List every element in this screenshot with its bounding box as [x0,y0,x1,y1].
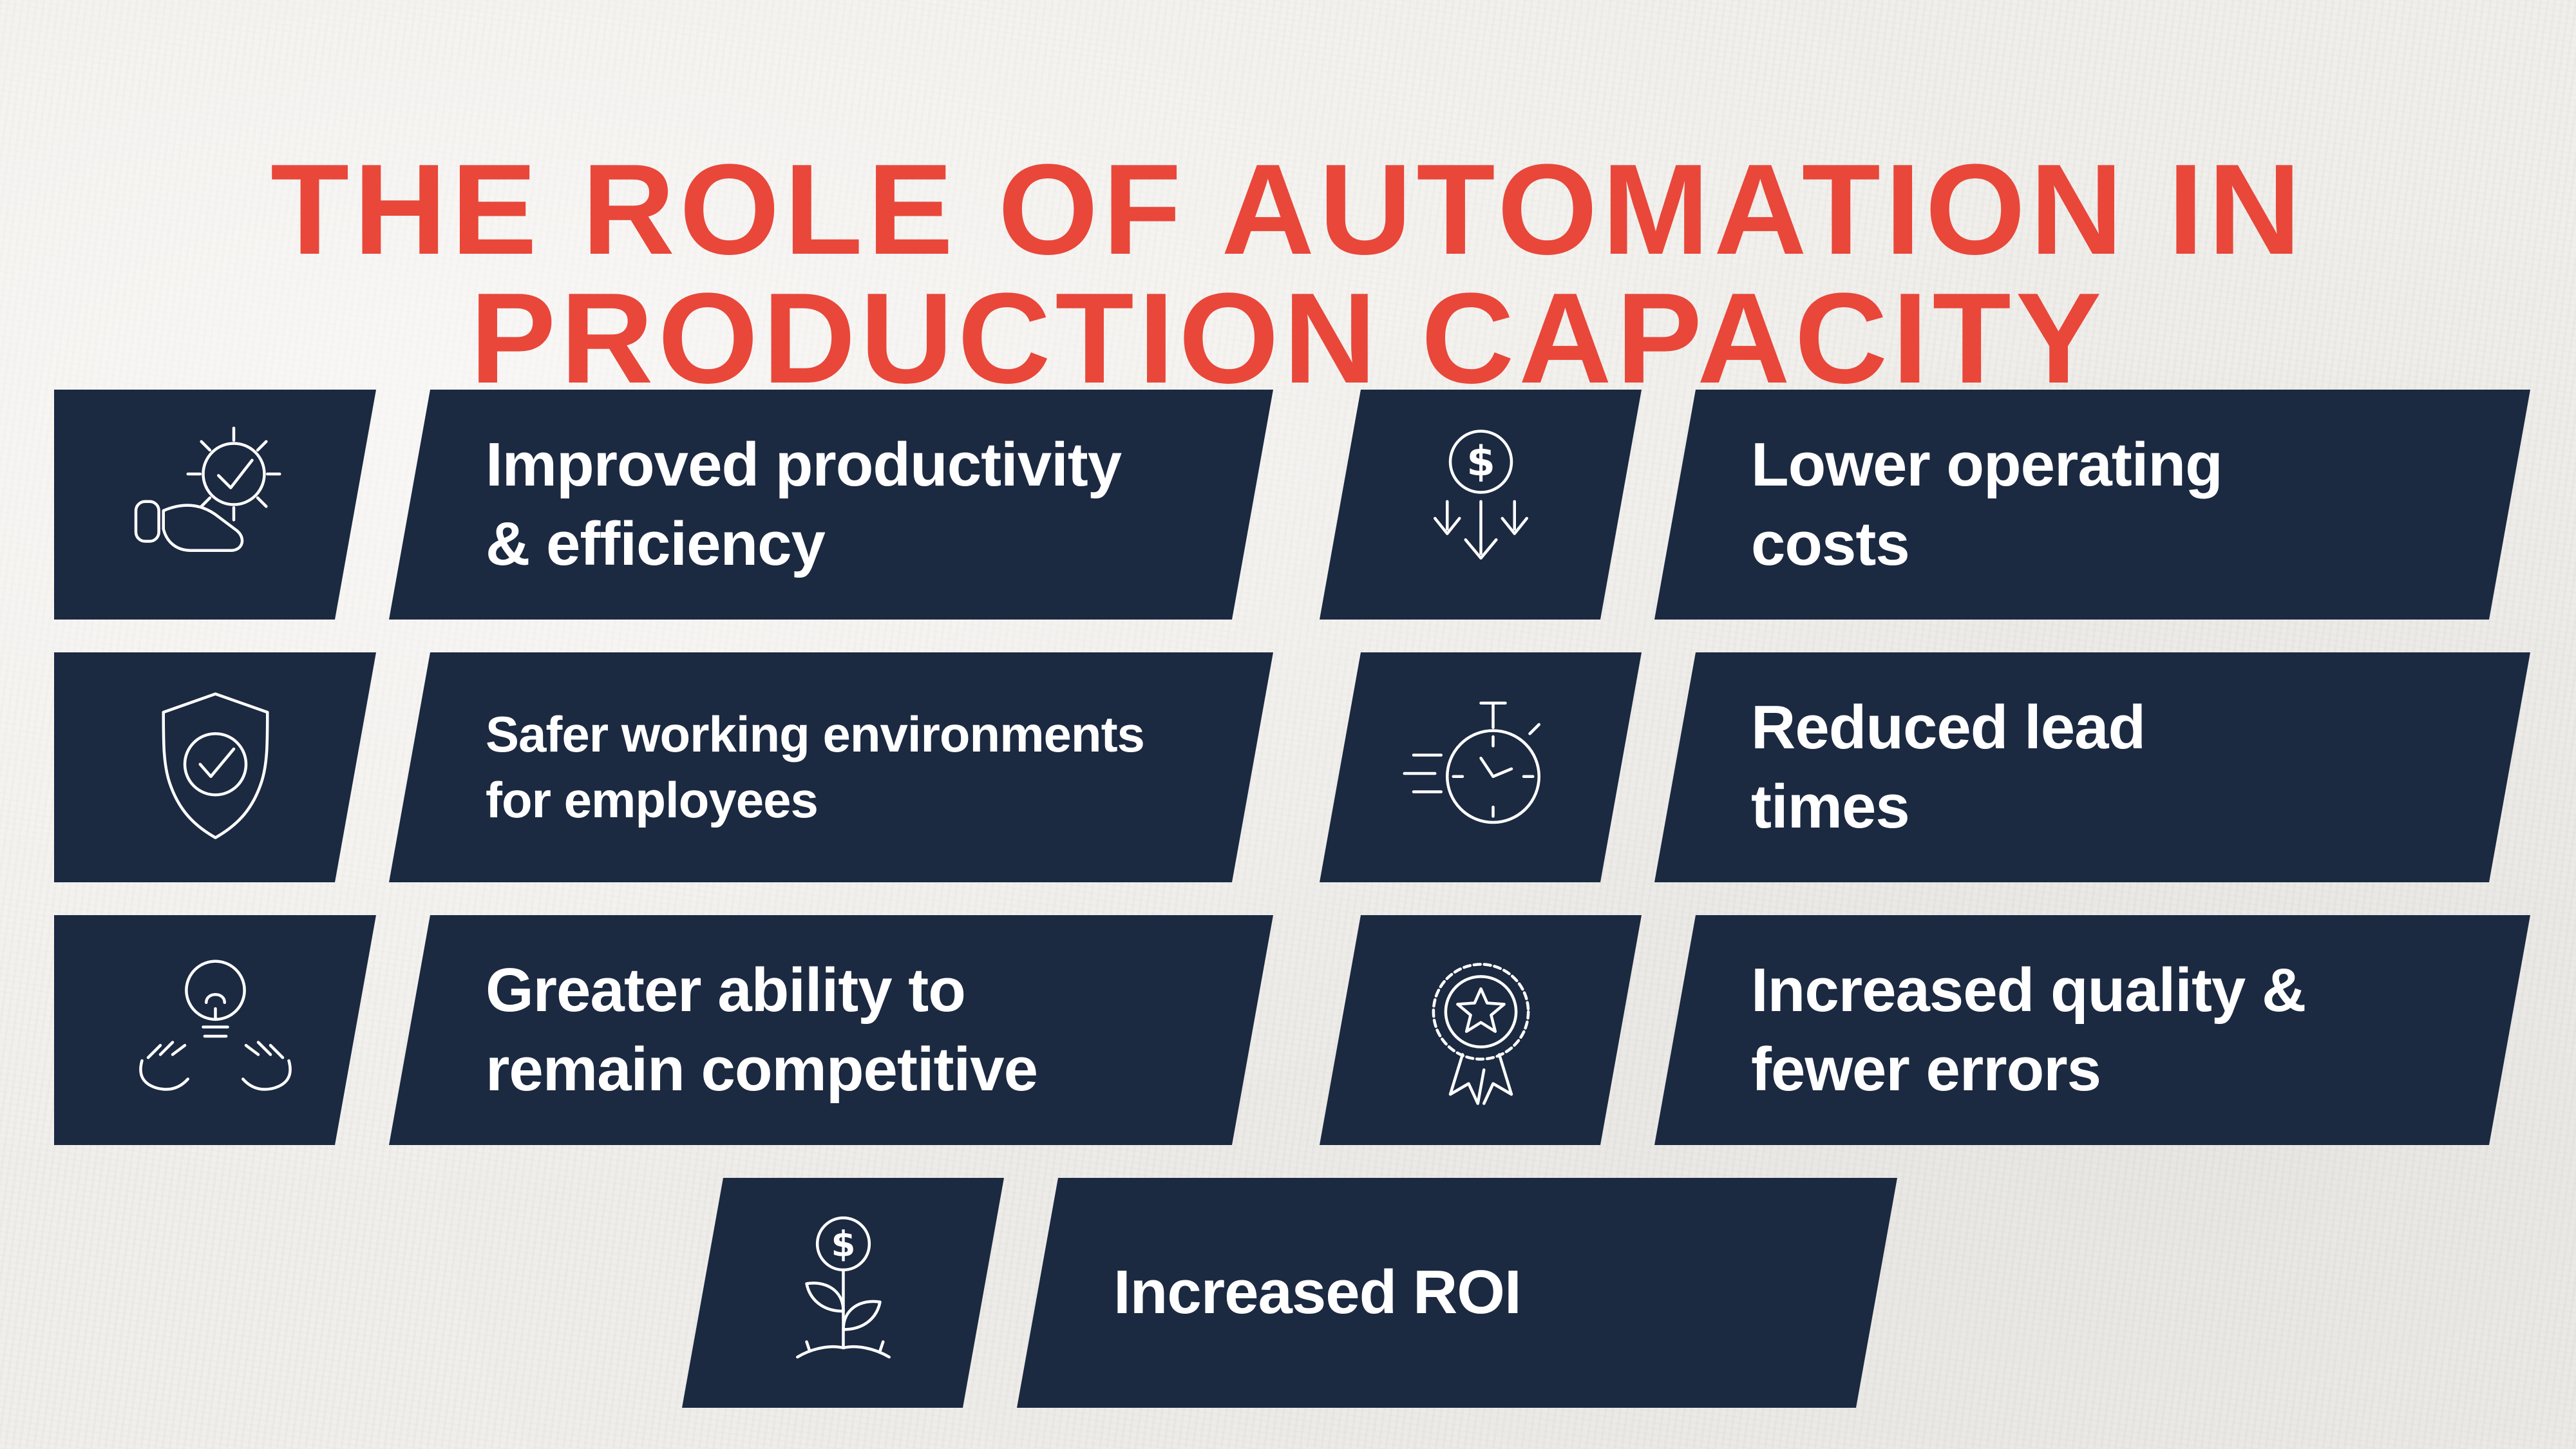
icon-box-competitive [54,915,376,1145]
stopwatch-speed-icon [1389,676,1573,859]
card-label: Improved productivity & efficiency [486,430,1122,578]
text-box-costs: Lower operating costs [1654,390,2530,620]
text-box-lead-times: Reduced lead times [1654,652,2530,882]
text-box-safety: Safer working environments for employees [389,652,1273,882]
card-increased-roi: $ Increased ROI [682,1178,1897,1408]
dollar-decrease-icon: $ [1389,413,1573,596]
title-line-1: THE ROLE OF AUTOMATION IN [270,138,2306,281]
card-lower-costs: $ Lower operating costs [1320,390,2530,620]
text-box-productivity: Improved productivity & efficiency [389,390,1273,620]
gear-hand-check-icon [124,413,307,596]
icon-box-costs: $ [1320,390,1642,620]
card-label: Greater ability to remain competitive [486,955,1037,1104]
card-reduced-lead-times: Reduced lead times [1320,652,2530,882]
title-line-2: PRODUCTION CAPACITY [469,267,2107,410]
icon-box-lead-times [1320,652,1642,882]
card-improved-productivity: Improved productivity & efficiency [54,390,1273,620]
icon-box-quality [1320,915,1642,1145]
card-label: Reduced lead times [1751,692,2146,841]
card-remain-competitive: Greater ability to remain competitive [54,915,1273,1145]
card-safer-environments: Safer working environments for employees [54,652,1273,882]
medal-star-icon [1389,938,1573,1122]
card-label: Safer working environments for employees [486,706,1144,828]
card-label: Increased quality & fewer errors [1751,955,2306,1104]
hands-lightbulb-icon [124,938,307,1122]
money-plant-icon: $ [752,1201,935,1385]
icon-box-safety [54,652,376,882]
text-box-competitive: Greater ability to remain competitive [389,915,1273,1145]
text-box-roi: Increased ROI [1017,1178,1897,1408]
card-increased-quality: Increased quality & fewer errors [1320,915,2530,1145]
page-title: THE ROLE OF AUTOMATION IN PRODUCTION CAP… [0,146,2576,403]
card-label: Lower operating costs [1751,430,2222,578]
card-label: Increased ROI [1113,1258,1521,1327]
svg-text:$: $ [831,1224,855,1265]
svg-text:$: $ [1466,437,1495,486]
shield-check-icon [124,676,307,859]
icon-box-roi: $ [682,1178,1004,1408]
text-box-quality: Increased quality & fewer errors [1654,915,2530,1145]
icon-box-productivity [54,390,376,620]
